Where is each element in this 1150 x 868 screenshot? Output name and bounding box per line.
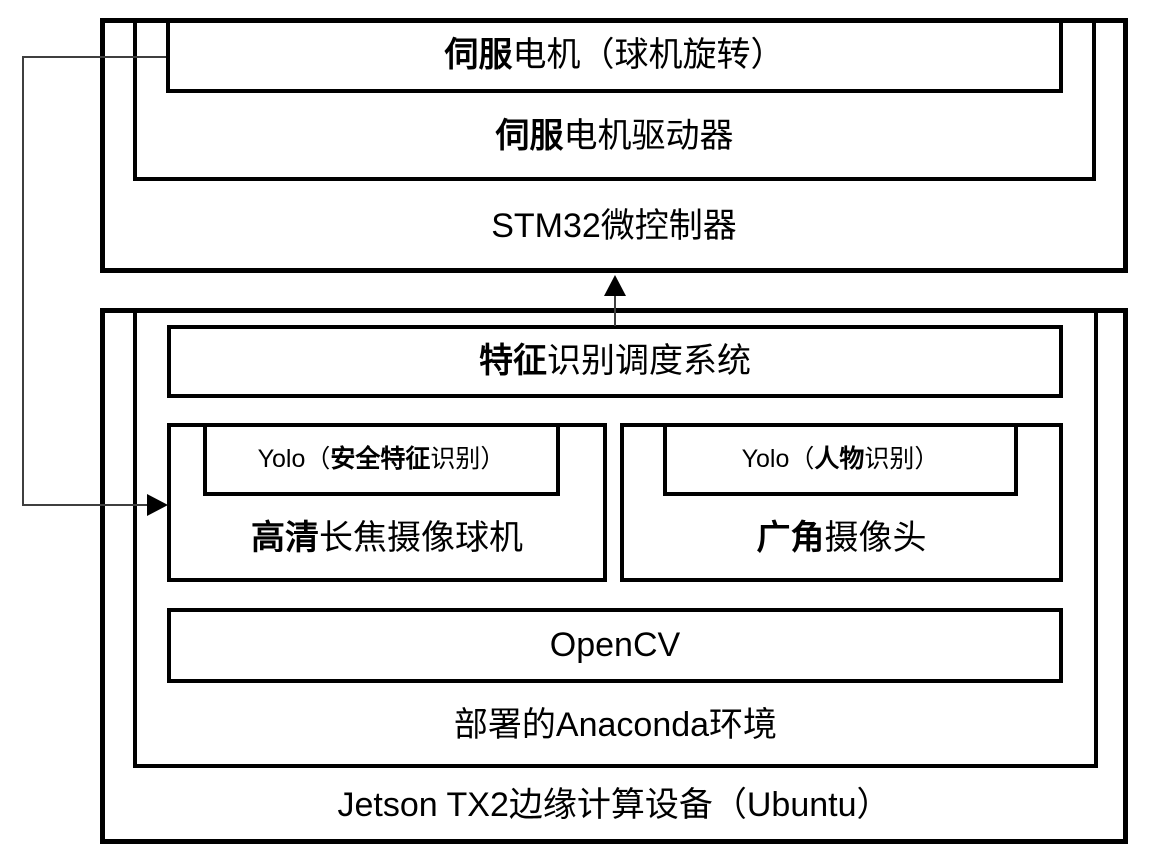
connector-servo-feedback-bottom-segment <box>22 504 147 506</box>
label-feature-scheduler-bold: 特征 <box>479 341 547 380</box>
label-jetson-text: Jetson TX2边缘计算设备（Ubuntu） <box>337 786 891 825</box>
label-servo-driver: 伺服电机驱动器 <box>133 93 1096 181</box>
label-ptz-camera-rest: 长焦摄像球机 <box>319 519 523 558</box>
label-feature-scheduler-rest: 识别调度系统 <box>547 341 751 380</box>
label-servo-motor-rest: 电机（球机旋转） <box>512 35 785 74</box>
label-anaconda-text: 部署的Anaconda环境 <box>453 705 778 744</box>
box-feature-scheduler <box>167 325 1063 398</box>
label-yolo-person-prefix: Yolo（ <box>741 444 815 473</box>
label-servo-motor-bold: 伺服 <box>444 35 513 74</box>
arrow-scheduler-to-stm32-line <box>614 294 616 326</box>
label-servo-driver-bold: 伺服 <box>495 117 564 156</box>
label-opencv: OpenCV <box>167 608 1063 683</box>
label-yolo-security-bold: 安全特征 <box>330 444 431 473</box>
label-yolo-person-bold: 人物 <box>814 444 865 473</box>
label-wide-angle-camera: 广角摄像头 <box>620 496 1063 582</box>
label-stm32-text: STM32微控制器 <box>491 207 737 246</box>
label-servo-motor: 伺服电机（球机旋转） <box>166 18 1063 93</box>
label-ptz-camera-bold: 高清 <box>251 519 319 558</box>
label-wide-angle-camera-bold: 广角 <box>756 519 825 558</box>
label-jetson-tx2: Jetson TX2边缘计算设备（Ubuntu） <box>100 768 1128 844</box>
label-ptz-camera: 高清长焦摄像球机 <box>167 496 607 582</box>
box-yolo-security <box>203 423 560 496</box>
box-opencv <box>167 608 1063 683</box>
label-anaconda-env: 部署的Anaconda环境 <box>133 683 1098 768</box>
box-yolo-person <box>663 423 1018 496</box>
label-yolo-security-rest: 识别） <box>430 444 506 473</box>
label-yolo-security: Yolo（安全特征识别） <box>203 423 560 496</box>
label-yolo-security-prefix: Yolo（ <box>257 444 331 473</box>
arrow-scheduler-to-stm32-head-icon <box>604 275 626 296</box>
label-servo-driver-rest: 电机驱动器 <box>563 117 734 156</box>
connector-servo-feedback-top-segment <box>22 56 166 58</box>
label-yolo-person-rest: 识别） <box>864 444 940 473</box>
label-wide-angle-camera-rest: 摄像头 <box>824 519 927 558</box>
connector-servo-feedback-vertical-segment <box>22 56 24 506</box>
label-stm32-microcontroller: STM32微控制器 <box>100 181 1128 273</box>
label-yolo-person: Yolo（人物识别） <box>663 423 1018 496</box>
label-feature-scheduler: 特征识别调度系统 <box>167 325 1063 398</box>
label-opencv-text: OpenCV <box>549 625 681 664</box>
connector-servo-feedback-head-icon <box>147 494 168 516</box>
box-servo-motor <box>166 18 1063 93</box>
